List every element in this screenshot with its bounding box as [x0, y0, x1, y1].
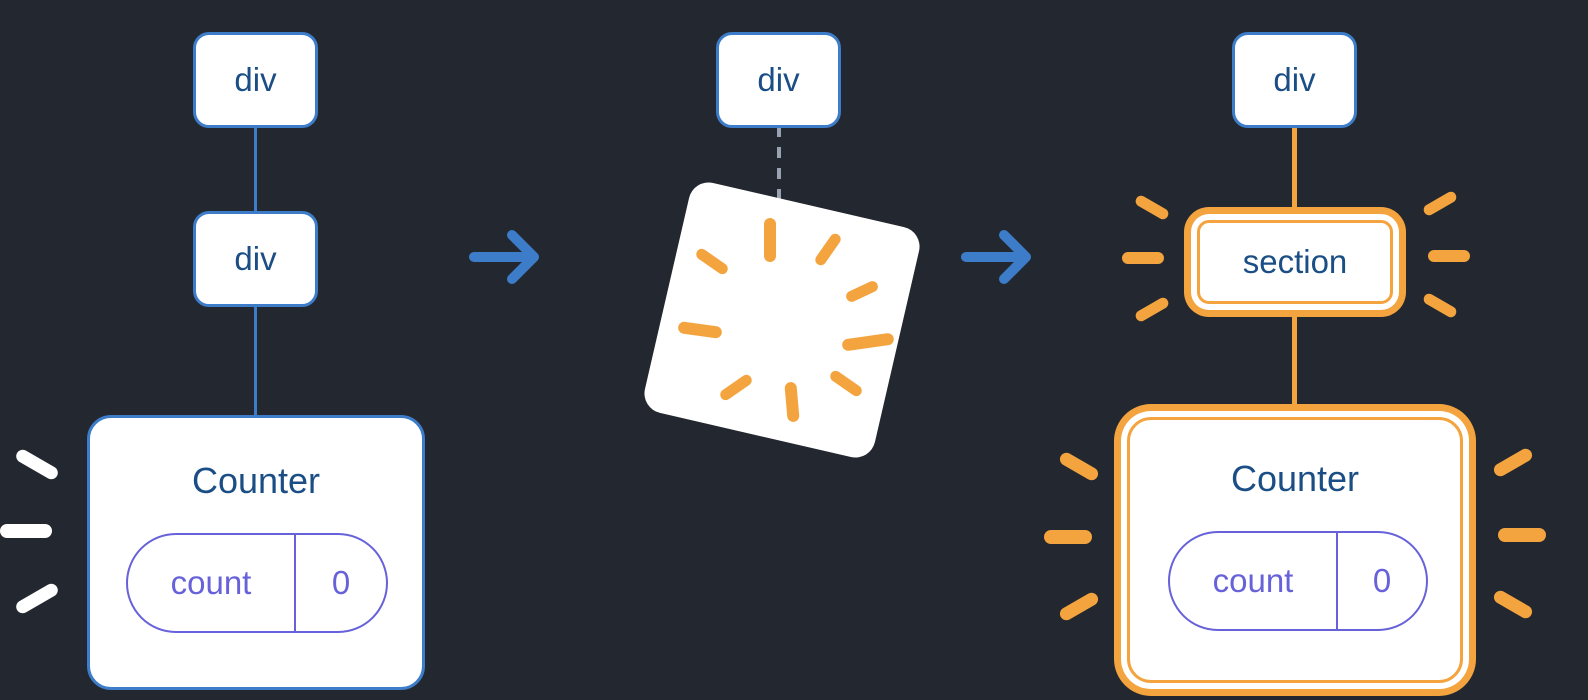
spark-icon	[764, 218, 776, 262]
counter-component-after: Counter count 0	[1127, 417, 1463, 683]
spark-icon	[13, 447, 61, 482]
node-div-root-during: div	[716, 32, 841, 128]
state-key-label: count	[1170, 533, 1338, 629]
spark-icon	[1044, 530, 1092, 544]
state-key-label: count	[128, 535, 296, 631]
node-div-root-before: div	[193, 32, 318, 128]
spark-icon	[1133, 193, 1171, 222]
spark-icon	[1057, 450, 1101, 483]
spark-icon	[1498, 528, 1546, 542]
poof-square-icon	[640, 178, 924, 462]
tree-edge-highlight	[1292, 312, 1297, 407]
detached-edge	[777, 126, 781, 216]
spark-icon	[13, 581, 61, 616]
node-div-root-after: div	[1232, 32, 1357, 128]
node-div-child-before: div	[193, 211, 318, 307]
state-pill: count 0	[126, 533, 388, 633]
spark-icon	[1428, 250, 1470, 262]
component-label: Counter	[1230, 458, 1360, 499]
tree-edge-highlight	[1292, 125, 1297, 215]
spark-icon	[1133, 295, 1171, 324]
spark-icon	[1421, 291, 1459, 320]
arrow-right-icon	[468, 222, 552, 297]
tree-edge	[254, 125, 257, 217]
tree-edge	[254, 304, 257, 420]
spark-icon	[1421, 189, 1459, 218]
spark-icon	[1122, 252, 1164, 264]
spark-icon	[0, 524, 52, 538]
state-value-label: 0	[331, 564, 351, 601]
component-label: Counter	[191, 460, 321, 501]
spark-icon	[1491, 588, 1535, 621]
arrow-right-icon	[960, 222, 1044, 297]
spark-icon	[1057, 590, 1101, 623]
state-pill: count 0	[1168, 531, 1428, 631]
state-value-label: 0	[1372, 562, 1392, 599]
counter-component-before: Counter count 0	[87, 415, 425, 690]
spark-icon	[1491, 446, 1535, 479]
node-section-after: section	[1197, 220, 1393, 304]
